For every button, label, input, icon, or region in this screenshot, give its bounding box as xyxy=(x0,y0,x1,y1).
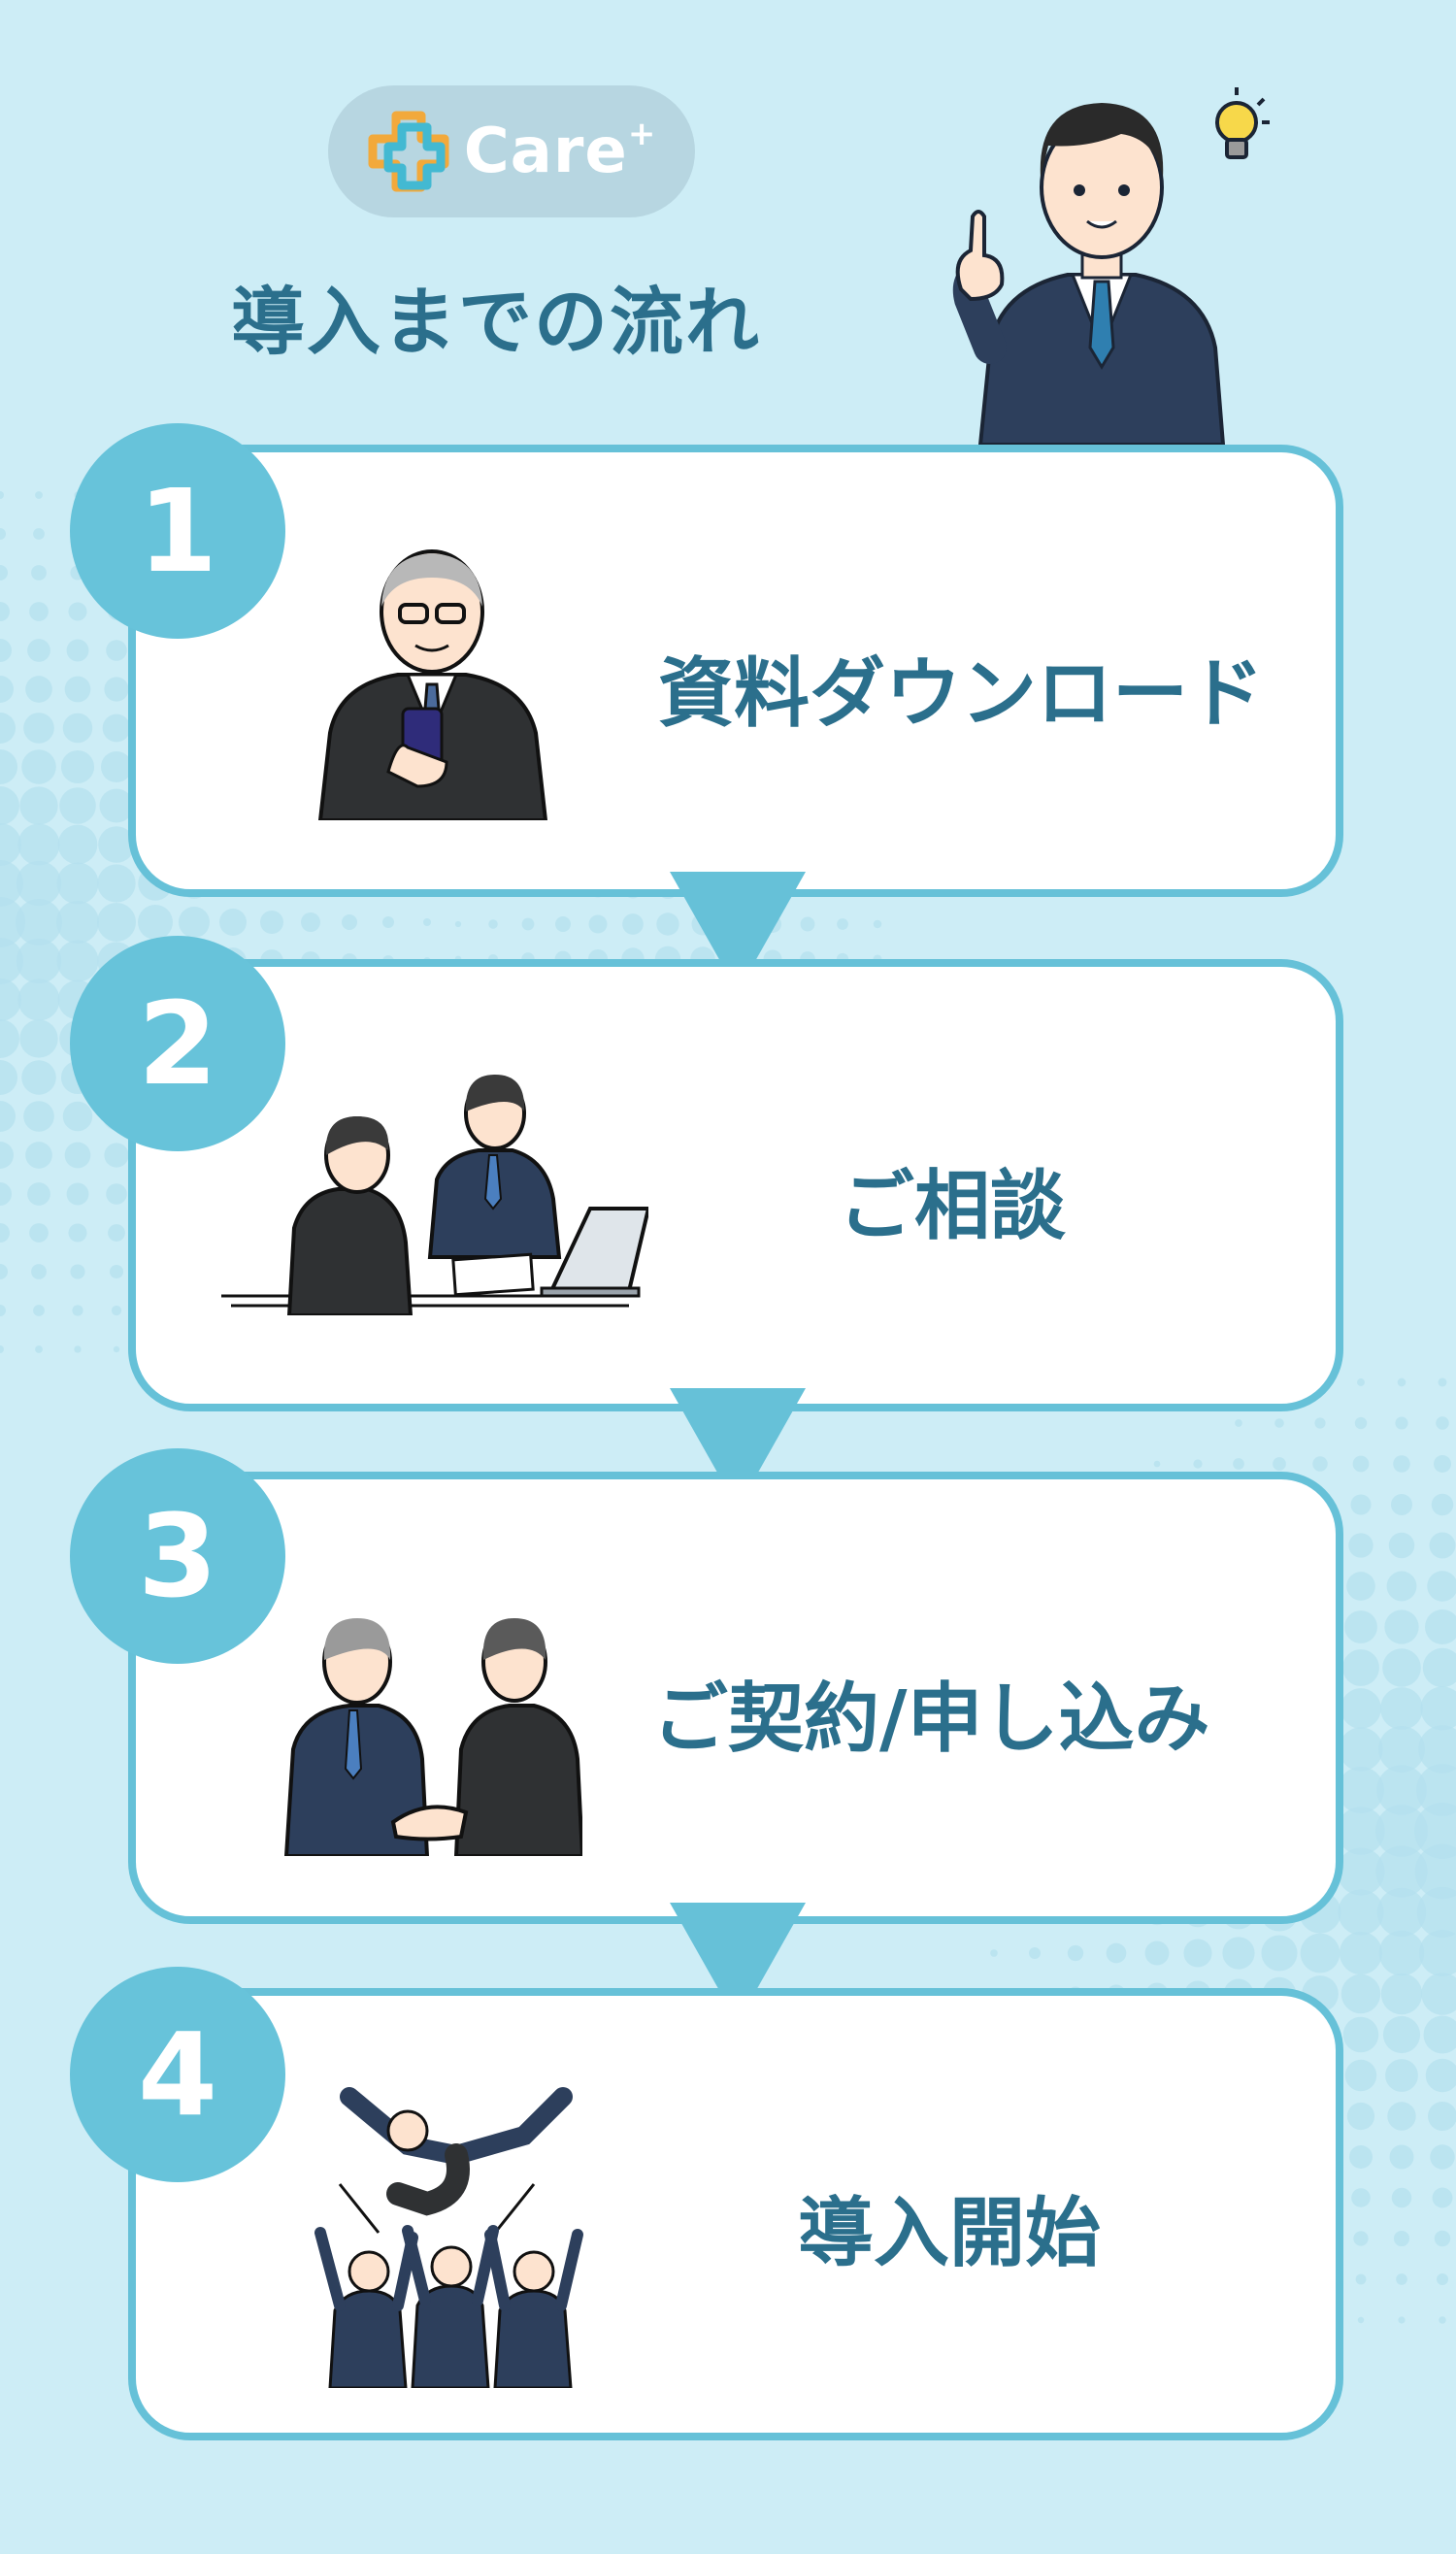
step-label-4: 導入開始 xyxy=(798,2190,1102,2277)
handshake-icon xyxy=(283,1618,582,1856)
down-arrow-icon xyxy=(670,872,806,992)
step-card-2 xyxy=(128,959,1343,1411)
logo-text: Care+ xyxy=(463,114,657,187)
step-number-1: 1 xyxy=(70,423,285,639)
celebration-icon xyxy=(314,2087,583,2388)
down-arrow-icon xyxy=(670,1903,806,2023)
step-number-4: 4 xyxy=(70,1967,285,2182)
presenter-man-icon xyxy=(952,103,1226,445)
step-number-2: 2 xyxy=(70,936,285,1151)
medical-cross-icon xyxy=(368,111,449,192)
page-title: 導入までの流れ xyxy=(231,279,761,365)
business-meeting-icon xyxy=(221,1075,648,1315)
step-label-1: 資料ダウンロード xyxy=(658,650,1265,738)
step-label-2: ご相談 xyxy=(839,1163,1067,1250)
step-number-3: 3 xyxy=(70,1448,285,1664)
step-label-3: ご契約/申し込み xyxy=(652,1675,1210,1763)
care-plus-logo: Care+ xyxy=(328,85,695,217)
lightbulb-icon xyxy=(1215,87,1270,159)
down-arrow-icon xyxy=(670,1388,806,1509)
man-with-phone-icon xyxy=(317,549,548,820)
